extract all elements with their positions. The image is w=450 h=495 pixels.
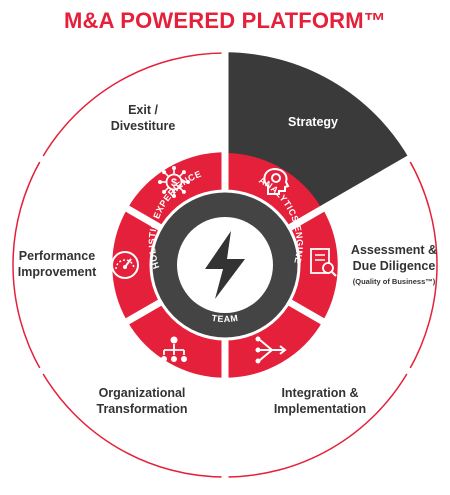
segment-divider — [36, 153, 167, 234]
inner-band-3 — [225, 301, 322, 377]
org-chart-icon — [161, 336, 187, 362]
segment-label: Improvement — [18, 265, 97, 279]
segment-label: Divestiture — [111, 119, 176, 133]
speedometer-icon — [111, 251, 139, 279]
document-magnifier-icon — [310, 248, 337, 277]
head-gears-icon — [263, 167, 290, 195]
inner-band-2 — [287, 209, 337, 321]
merge-arrows-icon — [255, 336, 287, 364]
segment-label: Performance — [19, 249, 95, 263]
segment-sublabel: (Quality of Business™) — [353, 277, 436, 286]
lightning-bolt-icon — [205, 231, 245, 299]
segment-label: Assessment & — [351, 243, 437, 257]
segment-label: Strategy — [288, 115, 338, 129]
inner-band-1 — [225, 153, 322, 229]
segment-label: Due Diligence — [353, 259, 436, 273]
segment-label: Integration & — [281, 386, 358, 400]
segment-label: Organizational — [99, 386, 186, 400]
core-arc-label: TEAM — [211, 313, 239, 324]
svg-text:$: $ — [171, 177, 177, 189]
page-title: M&A POWERED PLATFORM™ — [64, 8, 386, 33]
segment-label: Implementation — [274, 402, 366, 416]
segment-divider — [283, 153, 414, 234]
dollar-network-icon: $ — [158, 166, 190, 198]
segment-label: Exit / — [128, 103, 158, 117]
segment-divider — [283, 296, 414, 377]
inner-band-6 — [128, 153, 225, 229]
segment-divider — [36, 296, 167, 377]
segment-label: Transformation — [97, 402, 188, 416]
